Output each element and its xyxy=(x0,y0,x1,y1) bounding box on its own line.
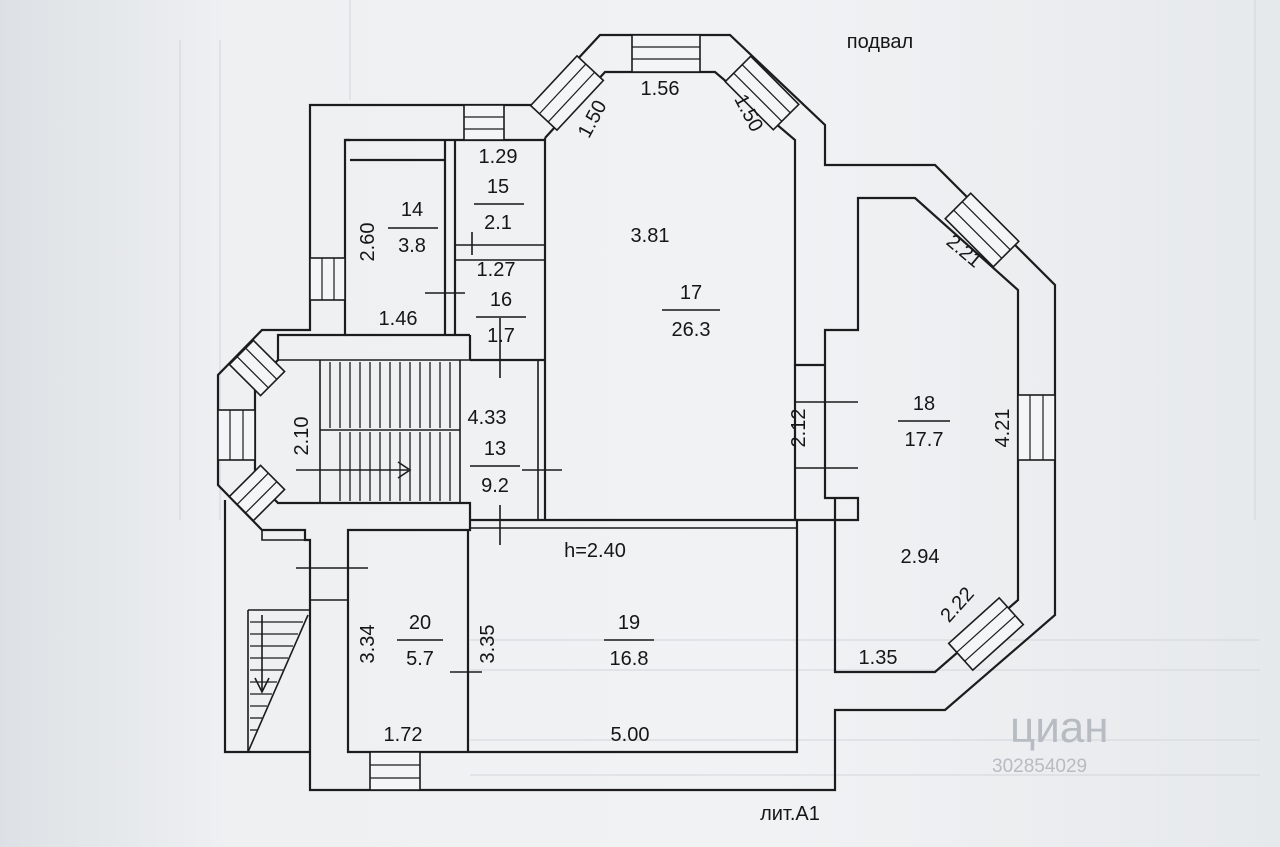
dim-room-19-width: 5.00 xyxy=(611,724,650,746)
dim-room-14-width: 1.46 xyxy=(379,308,418,330)
labels: подвал лит.А1 h=2.40 14 3.8 15 2.1 16 1.… xyxy=(291,31,1109,825)
dim-room-16-width: 1.27 xyxy=(477,259,516,281)
building-label: лит.А1 xyxy=(760,803,820,825)
window-bay-bottom xyxy=(228,464,286,522)
dim-room-17-width: 3.81 xyxy=(631,225,670,247)
dim-room-18-height: 4.21 xyxy=(992,409,1014,448)
ceiling-height: h=2.40 xyxy=(564,540,626,562)
room-19-number: 19 xyxy=(618,612,640,634)
background-ghost-lines xyxy=(179,0,1260,776)
room-19-area: 16.8 xyxy=(610,648,649,670)
staircase-outer xyxy=(247,609,310,753)
window-top-right-diagonal xyxy=(724,55,800,131)
room-17-area: 26.3 xyxy=(672,319,711,341)
dim-room-18-bottom-diagonal: 2.22 xyxy=(936,583,978,627)
window-bay-top xyxy=(228,339,286,397)
room-fraction-bars xyxy=(388,203,950,641)
window-top-left-diagonal xyxy=(529,54,605,132)
dim-room-20-width: 1.72 xyxy=(384,724,423,746)
window-top xyxy=(631,34,701,73)
room-17-number: 17 xyxy=(680,282,702,304)
room-15-area: 2.1 xyxy=(484,212,512,234)
room-16-area: 1.7 xyxy=(487,325,515,347)
arrow-down-icon xyxy=(254,615,270,694)
dim-room-15-width: 1.29 xyxy=(479,146,518,168)
dim-room-18-bottom-width: 1.35 xyxy=(859,647,898,669)
window-bay-middle xyxy=(217,409,256,461)
watermark-code: 302854029 xyxy=(992,756,1087,777)
floor-label: подвал xyxy=(847,31,913,53)
window-room-20 xyxy=(369,751,421,791)
window-room-14 xyxy=(309,257,346,301)
room-14-area: 3.8 xyxy=(398,235,426,257)
window-room-18-bottom xyxy=(947,596,1025,672)
dim-room-20-height: 3.34 xyxy=(357,625,379,664)
window-room-15 xyxy=(463,104,505,141)
room-16-number: 16 xyxy=(490,289,512,311)
dim-room-18-width: 2.94 xyxy=(901,546,940,568)
room-13-number: 13 xyxy=(484,438,506,460)
dim-room-14-height: 2.60 xyxy=(357,223,379,262)
windows xyxy=(217,34,1056,791)
dim-top-width: 1.56 xyxy=(641,78,680,100)
room-18-number: 18 xyxy=(913,393,935,415)
room-20-area: 5.7 xyxy=(406,648,434,670)
staircase-room-13 xyxy=(329,362,451,501)
room-13-area: 9.2 xyxy=(481,475,509,497)
room-18-area: 17.7 xyxy=(905,429,944,451)
room-14-number: 14 xyxy=(401,199,423,221)
room-15-number: 15 xyxy=(487,176,509,198)
opening-17-18 xyxy=(795,401,858,469)
dim-room-19-height: 3.35 xyxy=(477,625,499,664)
arrow-right-icon xyxy=(296,461,412,479)
dim-bay-height: 2.10 xyxy=(291,417,313,456)
room-20-number: 20 xyxy=(409,612,431,634)
dim-opening-height: 2.12 xyxy=(788,409,810,448)
dim-room-13-width: 4.33 xyxy=(468,407,507,429)
window-room-18-top xyxy=(944,192,1020,268)
window-room-18-right xyxy=(1017,394,1056,461)
watermark-brand: циан xyxy=(1010,703,1109,752)
